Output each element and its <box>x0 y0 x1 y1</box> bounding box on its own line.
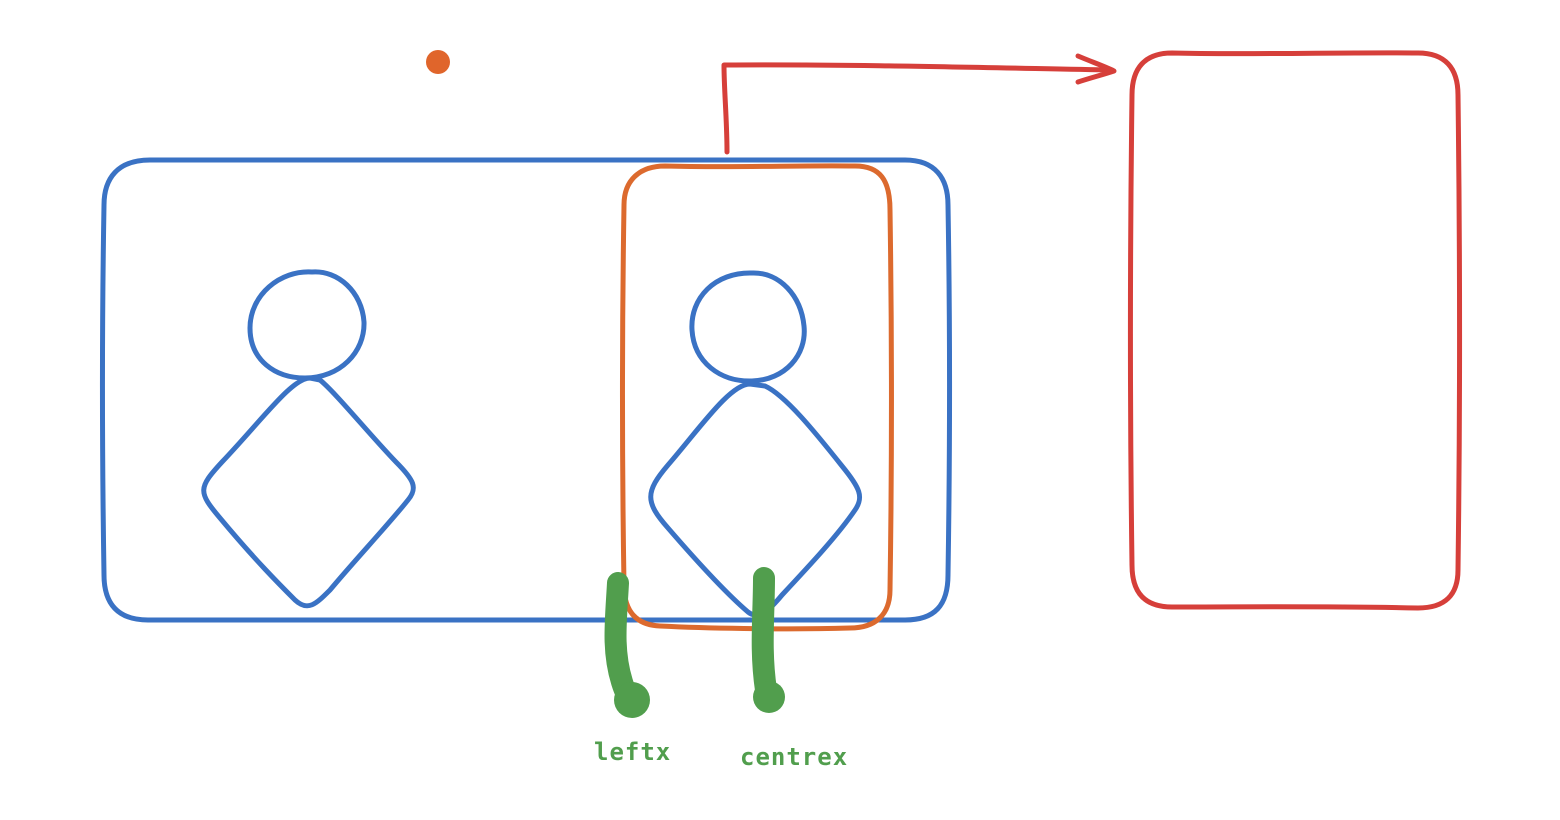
figure-right <box>648 270 863 618</box>
red-arrow-line <box>721 62 1115 155</box>
figure-left-head <box>247 269 367 381</box>
leftx-marker <box>604 572 650 718</box>
centrex-label: centrex <box>740 743 848 771</box>
red-arrow-head <box>1075 53 1117 85</box>
centrex-marker <box>751 567 785 713</box>
figure-left-body <box>201 375 416 609</box>
red-target-frame <box>1128 50 1462 611</box>
orange-viewport-frame <box>620 163 894 632</box>
figure-left <box>201 269 416 609</box>
outer-blue-frame <box>100 157 952 623</box>
centrex-marker-dot <box>753 681 785 713</box>
orange-dot <box>426 50 450 74</box>
leftx-label: leftx <box>594 738 671 766</box>
figure-right-head <box>689 270 807 384</box>
leftx-marker-dot <box>614 682 650 718</box>
